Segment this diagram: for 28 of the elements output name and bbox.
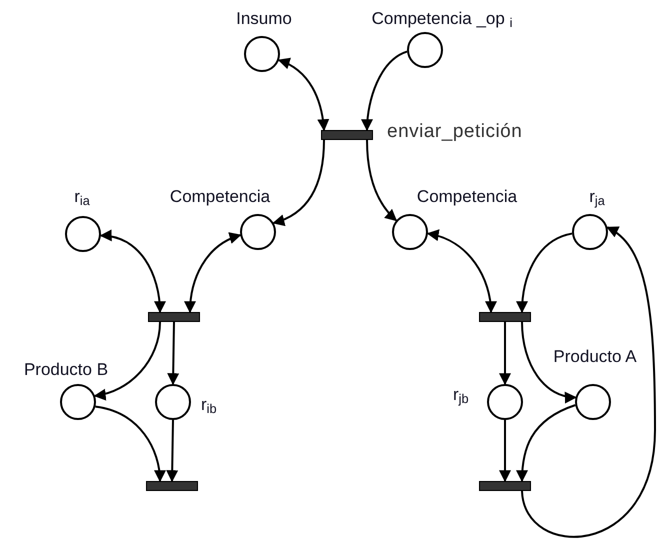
arc-arrow <box>521 322 577 403</box>
arc-arrow <box>521 226 656 538</box>
transition-bar <box>148 312 200 322</box>
arc-arrow <box>95 406 166 482</box>
transition-bar <box>479 481 531 491</box>
arc-arrow <box>366 140 398 222</box>
place-label: r$_{ia}$ <box>74 188 90 205</box>
transition-bar <box>146 481 198 491</box>
place-label: Producto A <box>553 348 637 365</box>
arc-arrow <box>166 420 178 482</box>
place-label: Competencia <box>170 188 270 205</box>
arc-arrow <box>184 233 242 314</box>
transition-bar <box>479 312 531 322</box>
arc-arrow <box>516 232 572 314</box>
place-label: r$_{ib}$ <box>201 396 217 413</box>
arc-arrow <box>426 230 496 314</box>
arc-arrow <box>361 50 408 132</box>
place-label: Producto B <box>24 361 108 378</box>
arc-arrow <box>167 322 180 386</box>
arc-arrow <box>499 420 511 482</box>
place-label: Competencia _op $_{i}$ <box>372 10 512 27</box>
arc-arrow <box>499 322 511 386</box>
arc-arrow <box>516 404 576 482</box>
place-label: Competencia <box>416 188 518 205</box>
arc-arrow <box>272 140 325 226</box>
place-label: Insumo <box>236 10 292 27</box>
arc-arrow <box>100 230 166 314</box>
transition-label: enviar_petición <box>387 122 522 141</box>
